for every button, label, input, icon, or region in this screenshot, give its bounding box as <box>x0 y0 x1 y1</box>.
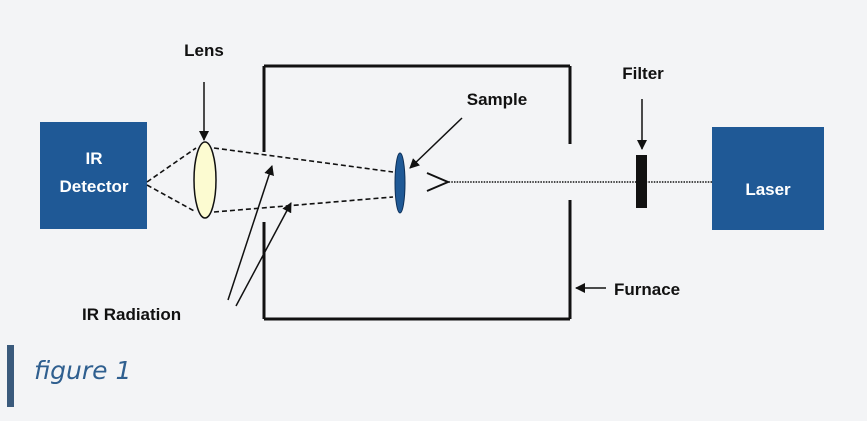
ir-detector-label-line1: IR <box>86 149 103 168</box>
sample-label: Sample <box>467 90 527 109</box>
filter-label: Filter <box>622 64 664 83</box>
laser-box <box>712 127 824 230</box>
sample-shape <box>394 152 406 214</box>
lens-shape <box>193 141 217 219</box>
lens-label: Lens <box>184 41 224 60</box>
caption-accent-bar <box>7 345 14 407</box>
ir-radiation-label: IR Radiation <box>82 305 181 324</box>
pointer-arrows <box>199 82 647 307</box>
sample-pointer-arrow <box>409 117 463 169</box>
filter-shape <box>636 155 647 208</box>
ir-radiation-pointer-arrow-1 <box>227 165 274 301</box>
ir-detector-box <box>40 122 147 229</box>
ir-detector-label-line2: Detector <box>60 177 129 196</box>
caption-text: figure 1 <box>34 356 132 385</box>
figure-caption: figure 1 <box>0 345 867 407</box>
furnace-box <box>262 64 572 321</box>
laser-label: Laser <box>745 180 791 199</box>
ir-beam-lines <box>146 147 394 213</box>
furnace-label: Furnace <box>614 280 680 299</box>
ir-radiation-pointer-arrow-2 <box>235 202 292 307</box>
apparatus-diagram: IR Detector Laser Lens Sample Filter Fur… <box>40 41 824 324</box>
